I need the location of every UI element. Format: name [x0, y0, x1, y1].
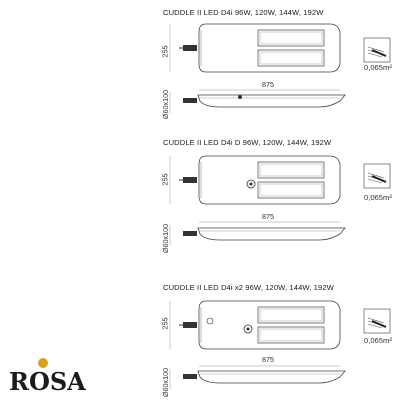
wind-area-label: 0,065m²: [364, 336, 392, 345]
side-view-drawing: [182, 370, 346, 384]
side-view-drawing: [182, 94, 346, 108]
wind-area-icon: [363, 37, 391, 63]
product-title: CUDDLE II LED D4i x2 96W, 120W, 144W, 19…: [163, 283, 334, 292]
top-view-drawing: [178, 23, 341, 73]
brand-logo: ROSA: [9, 367, 86, 396]
side-view-drawing: [182, 227, 346, 241]
top-view-drawing: [178, 155, 341, 205]
wind-area-label: 0,065m²: [364, 193, 392, 202]
length-dimension-label: 875: [262, 212, 274, 221]
wind-area-icon: [363, 163, 391, 189]
length-dimension-label: 875: [262, 355, 274, 364]
product-title: CUDDLE II LED D4i 96W, 120W, 144W, 192W: [163, 8, 324, 17]
wind-area-label: 0,065m²: [364, 63, 392, 72]
top-view-drawing: [178, 300, 341, 350]
length-dimension-label: 875: [262, 80, 274, 89]
wind-area-icon: [363, 308, 391, 334]
product-title: CUDDLE II LED D4i D 96W, 120W, 144W, 192…: [163, 138, 332, 147]
rosa-logo-icon: [38, 358, 48, 368]
logo-text: ROSA: [9, 367, 86, 396]
